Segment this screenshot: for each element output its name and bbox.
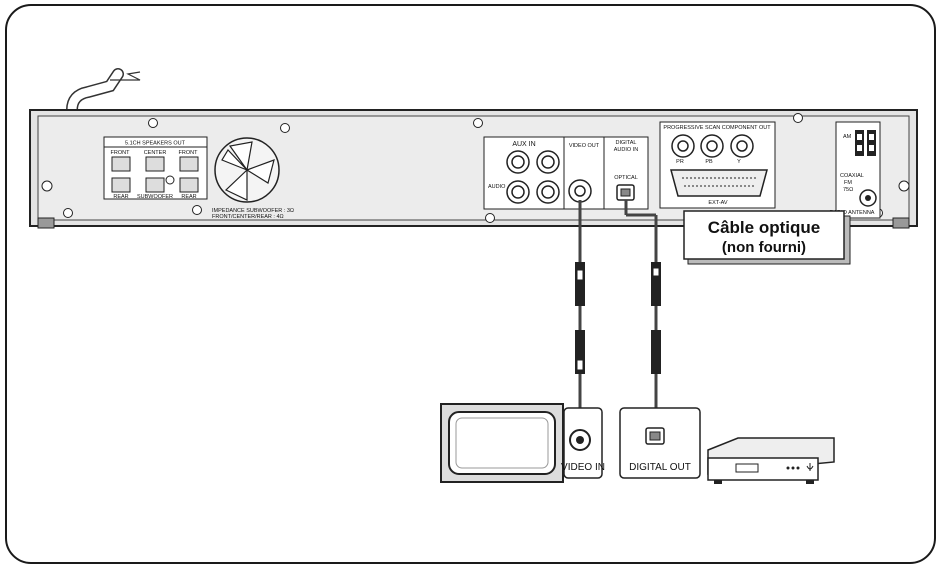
tv-icon	[440, 403, 564, 483]
am-label: AM	[843, 134, 852, 140]
coaxial-label-3: 75Ω	[843, 187, 853, 193]
antenna-block: AM COAXIAL FM 75Ω RADIO ANTENNA	[830, 121, 881, 219]
tv-video-in-label: VIDEO IN	[561, 462, 605, 473]
digital-audio-in-label-1: DIGITAL	[616, 140, 637, 146]
impedance-note-2: FRONT/CENTER/REAR : 4Ω	[212, 214, 284, 220]
audio-side-label: AUDIO	[488, 184, 506, 190]
callout-subtitle: (non fourni)	[722, 239, 806, 256]
video-out-label: VIDEO OUT	[569, 143, 600, 149]
optical-cable	[624, 200, 661, 434]
speaker-terminal-front-right[interactable]	[179, 156, 199, 172]
optical-cable-callout: Câble optique (non fourni)	[683, 210, 851, 265]
speakers-out-block: 5.1CH SPEAKERS OUT FRONT CENTER FRONT RE…	[103, 136, 208, 200]
external-player-icon	[707, 437, 835, 484]
front-left-label: FRONT	[111, 150, 131, 156]
screw-icons	[41, 113, 910, 223]
y-label: Y	[737, 159, 741, 165]
component-out-label: PROGRESSIVE SCAN COMPONENT OUT	[663, 125, 771, 131]
coaxial-label-2: FM	[844, 180, 852, 186]
digital-audio-in-block: DIGITAL AUDIO IN OPTICAL	[603, 136, 649, 210]
digital-audio-in-label-2: AUDIO IN	[614, 147, 638, 153]
aux-in-block: AUX IN AUDIO	[483, 136, 565, 210]
impedance-note-1: IMPEDANCE SUBWOOFER : 3Ω	[212, 208, 294, 214]
rear-right-label: REAR	[181, 194, 196, 200]
ext-av-label: EXT-AV	[708, 200, 727, 206]
digital-out-label: DIGITAL OUT	[629, 462, 691, 473]
speakers-out-title: 5.1CH SPEAKERS OUT	[125, 141, 186, 147]
receiver-back-panel: 5.1CH SPEAKERS OUT FRONT CENTER FRONT RE…	[29, 109, 918, 229]
speaker-terminal-rear-right[interactable]	[179, 177, 199, 193]
rear-left-label: REAR	[113, 194, 128, 200]
video-cable	[575, 200, 585, 434]
digital-out-panel: DIGITAL OUT	[619, 407, 701, 479]
speaker-terminal-subwoofer[interactable]	[145, 177, 165, 193]
tv-video-in-panel: VIDEO IN	[561, 407, 605, 479]
video-out-block: VIDEO OUT	[563, 136, 605, 210]
optical-label: OPTICAL	[614, 175, 638, 181]
speaker-terminal-center[interactable]	[145, 156, 165, 172]
speaker-terminal-rear-left[interactable]	[111, 177, 131, 193]
pr-label: PR	[676, 159, 684, 165]
pb-label: PB	[705, 159, 713, 165]
subwoofer-label: SUBWOOFER	[137, 194, 173, 200]
component-out-block: PROGRESSIVE SCAN COMPONENT OUT PR PB Y E…	[659, 121, 776, 209]
fan-grille-icon	[214, 137, 280, 203]
front-right-label: FRONT	[179, 150, 199, 156]
scart-connector[interactable]	[670, 169, 768, 197]
center-label: CENTER	[144, 150, 167, 156]
speaker-terminal-front-left[interactable]	[111, 156, 131, 172]
callout-title: Câble optique	[708, 218, 820, 237]
radio-antenna-label: RADIO ANTENNA	[830, 210, 875, 216]
coaxial-label-1: COAXIAL	[840, 173, 864, 179]
aux-in-label: AUX IN	[512, 141, 535, 148]
